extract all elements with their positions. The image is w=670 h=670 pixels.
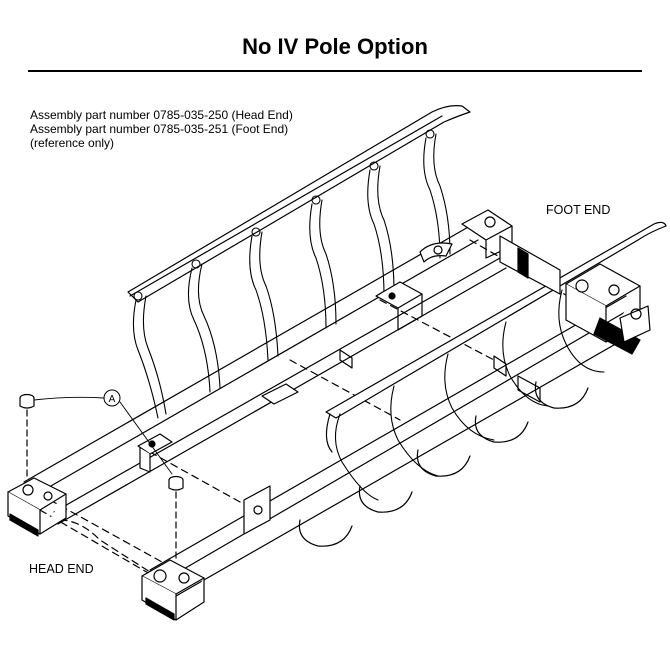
note-head-end-part: Assembly part number 0785-035-250 (Head … [30, 108, 293, 122]
frame-long-tubes [23, 225, 641, 597]
head-end-caster-left [7, 477, 67, 537]
head-end-cap-left [19, 393, 35, 479]
assembly-notes: Assembly part number 0785-035-250 (Head … [30, 108, 293, 150]
head-end-mid-bracket [137, 433, 271, 535]
center-brackets [261, 281, 541, 405]
head-end-cap-right [168, 475, 184, 563]
front-side-rail [325, 221, 667, 453]
back-rail-hangers [132, 129, 451, 419]
foot-end-caster-housing [565, 263, 651, 355]
head-end-caster-right [141, 559, 205, 621]
back-side-rail [127, 105, 471, 303]
foot-end-bracket [419, 209, 561, 295]
frame-cross-members [39, 239, 593, 575]
foot-end-label: FOOT END [546, 203, 611, 217]
lower-loop-tubes [298, 381, 589, 547]
note-reference-only: (reference only) [30, 136, 115, 150]
page-title: No IV Pole Option [242, 34, 428, 59]
title-divider [28, 70, 642, 72]
head-end-label: HEAD END [29, 562, 94, 576]
front-rail-hangers [334, 289, 605, 501]
note-foot-end-part: Assembly part number 0785-035-251 (Foot … [30, 122, 289, 136]
callout-a: A [33, 389, 173, 475]
callout-a-text: A [109, 394, 116, 405]
